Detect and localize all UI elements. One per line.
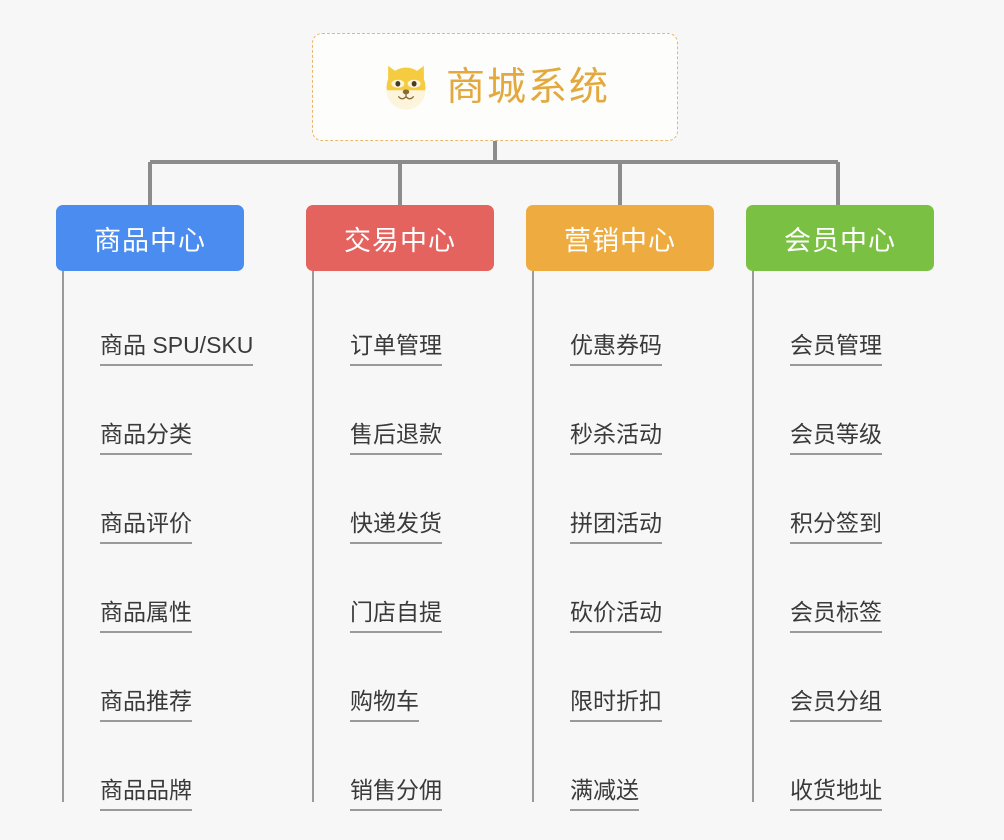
list-item-label: 商品 SPU/SKU (100, 332, 254, 366)
category-header-2[interactable]: 营销中心 (526, 205, 714, 271)
category-header-label: 交易中心 (344, 225, 456, 256)
category-column-3: 会员中心 会员管理 会员等级 积分签到 会员标签 会员分组 收货地址 (746, 205, 934, 811)
list-item-label: 商品评价 (100, 510, 192, 544)
list-item-label: 快递发货 (350, 510, 442, 544)
list-item-label: 限时折扣 (570, 688, 662, 722)
list-item[interactable]: 会员分组 (754, 633, 934, 722)
category-header-label: 会员中心 (784, 225, 896, 256)
list-item-label: 商品品牌 (100, 777, 192, 811)
list-item[interactable]: 购物车 (314, 633, 494, 722)
list-item[interactable]: 会员等级 (754, 366, 934, 455)
category-header-0[interactable]: 商品中心 (56, 205, 244, 271)
list-item-label: 销售分佣 (350, 777, 442, 811)
list-item[interactable]: 售后退款 (314, 366, 494, 455)
category-items-3: 会员管理 会员等级 积分签到 会员标签 会员分组 收货地址 (746, 271, 934, 811)
list-item-label: 订单管理 (350, 332, 442, 366)
category-items-1: 订单管理 售后退款 快递发货 门店自提 购物车 销售分佣 (306, 271, 494, 811)
list-item-label: 门店自提 (350, 599, 442, 633)
list-item[interactable]: 订单管理 (314, 277, 494, 366)
list-item[interactable]: 拼团活动 (534, 455, 714, 544)
list-item[interactable]: 门店自提 (314, 544, 494, 633)
shiba-dog-face-icon (386, 65, 426, 110)
list-item-label: 满减送 (570, 777, 639, 811)
category-header-3[interactable]: 会员中心 (746, 205, 934, 271)
list-item-label: 会员管理 (790, 332, 882, 366)
list-item-label: 购物车 (350, 688, 419, 722)
category-column-2: 营销中心 优惠券码 秒杀活动 拼团活动 砍价活动 限时折扣 满减送 (526, 205, 714, 811)
list-item[interactable]: 积分签到 (754, 455, 934, 544)
root-node[interactable]: 商城系统 (312, 33, 678, 141)
list-item-label: 积分签到 (790, 510, 882, 544)
list-item[interactable]: 销售分佣 (314, 722, 494, 811)
category-column-0: 商品中心 商品 SPU/SKU 商品分类 商品评价 商品属性 商品推荐 商品品牌 (56, 205, 254, 811)
list-item-label: 会员分组 (790, 688, 882, 722)
list-item-label: 会员标签 (790, 599, 882, 633)
category-column-1: 交易中心 订单管理 售后退款 快递发货 门店自提 购物车 销售分佣 (306, 205, 494, 811)
list-item-label: 售后退款 (350, 421, 442, 455)
list-item[interactable]: 满减送 (534, 722, 714, 811)
list-item[interactable]: 秒杀活动 (534, 366, 714, 455)
list-item[interactable]: 商品 SPU/SKU (64, 277, 254, 366)
list-item[interactable]: 商品评价 (64, 455, 244, 544)
list-item-label: 砍价活动 (570, 599, 662, 633)
list-item-label: 商品分类 (100, 421, 192, 455)
list-item[interactable]: 收货地址 (754, 722, 934, 811)
list-item-label: 收货地址 (790, 777, 882, 811)
list-item[interactable]: 限时折扣 (534, 633, 714, 722)
list-item-label: 优惠券码 (570, 332, 662, 366)
list-item[interactable]: 商品分类 (64, 366, 244, 455)
list-item-label: 拼团活动 (570, 510, 662, 544)
list-item-label: 商品推荐 (100, 688, 192, 722)
list-item[interactable]: 商品品牌 (64, 722, 244, 811)
category-items-0: 商品 SPU/SKU 商品分类 商品评价 商品属性 商品推荐 商品品牌 (56, 271, 254, 811)
list-item-label: 会员等级 (790, 421, 882, 455)
list-item[interactable]: 砍价活动 (534, 544, 714, 633)
list-item-label: 秒杀活动 (570, 421, 662, 455)
list-item[interactable]: 会员标签 (754, 544, 934, 633)
list-item[interactable]: 快递发货 (314, 455, 494, 544)
category-header-1[interactable]: 交易中心 (306, 205, 494, 271)
category-header-label: 商品中心 (94, 225, 206, 256)
list-item-label: 商品属性 (100, 599, 192, 633)
list-item[interactable]: 优惠券码 (534, 277, 714, 366)
list-item[interactable]: 会员管理 (754, 277, 934, 366)
root-title: 商城系统 (445, 65, 610, 109)
list-item[interactable]: 商品推荐 (64, 633, 244, 722)
category-header-label: 营销中心 (564, 225, 676, 256)
category-items-2: 优惠券码 秒杀活动 拼团活动 砍价活动 限时折扣 满减送 (526, 271, 714, 811)
list-item[interactable]: 商品属性 (64, 544, 244, 633)
